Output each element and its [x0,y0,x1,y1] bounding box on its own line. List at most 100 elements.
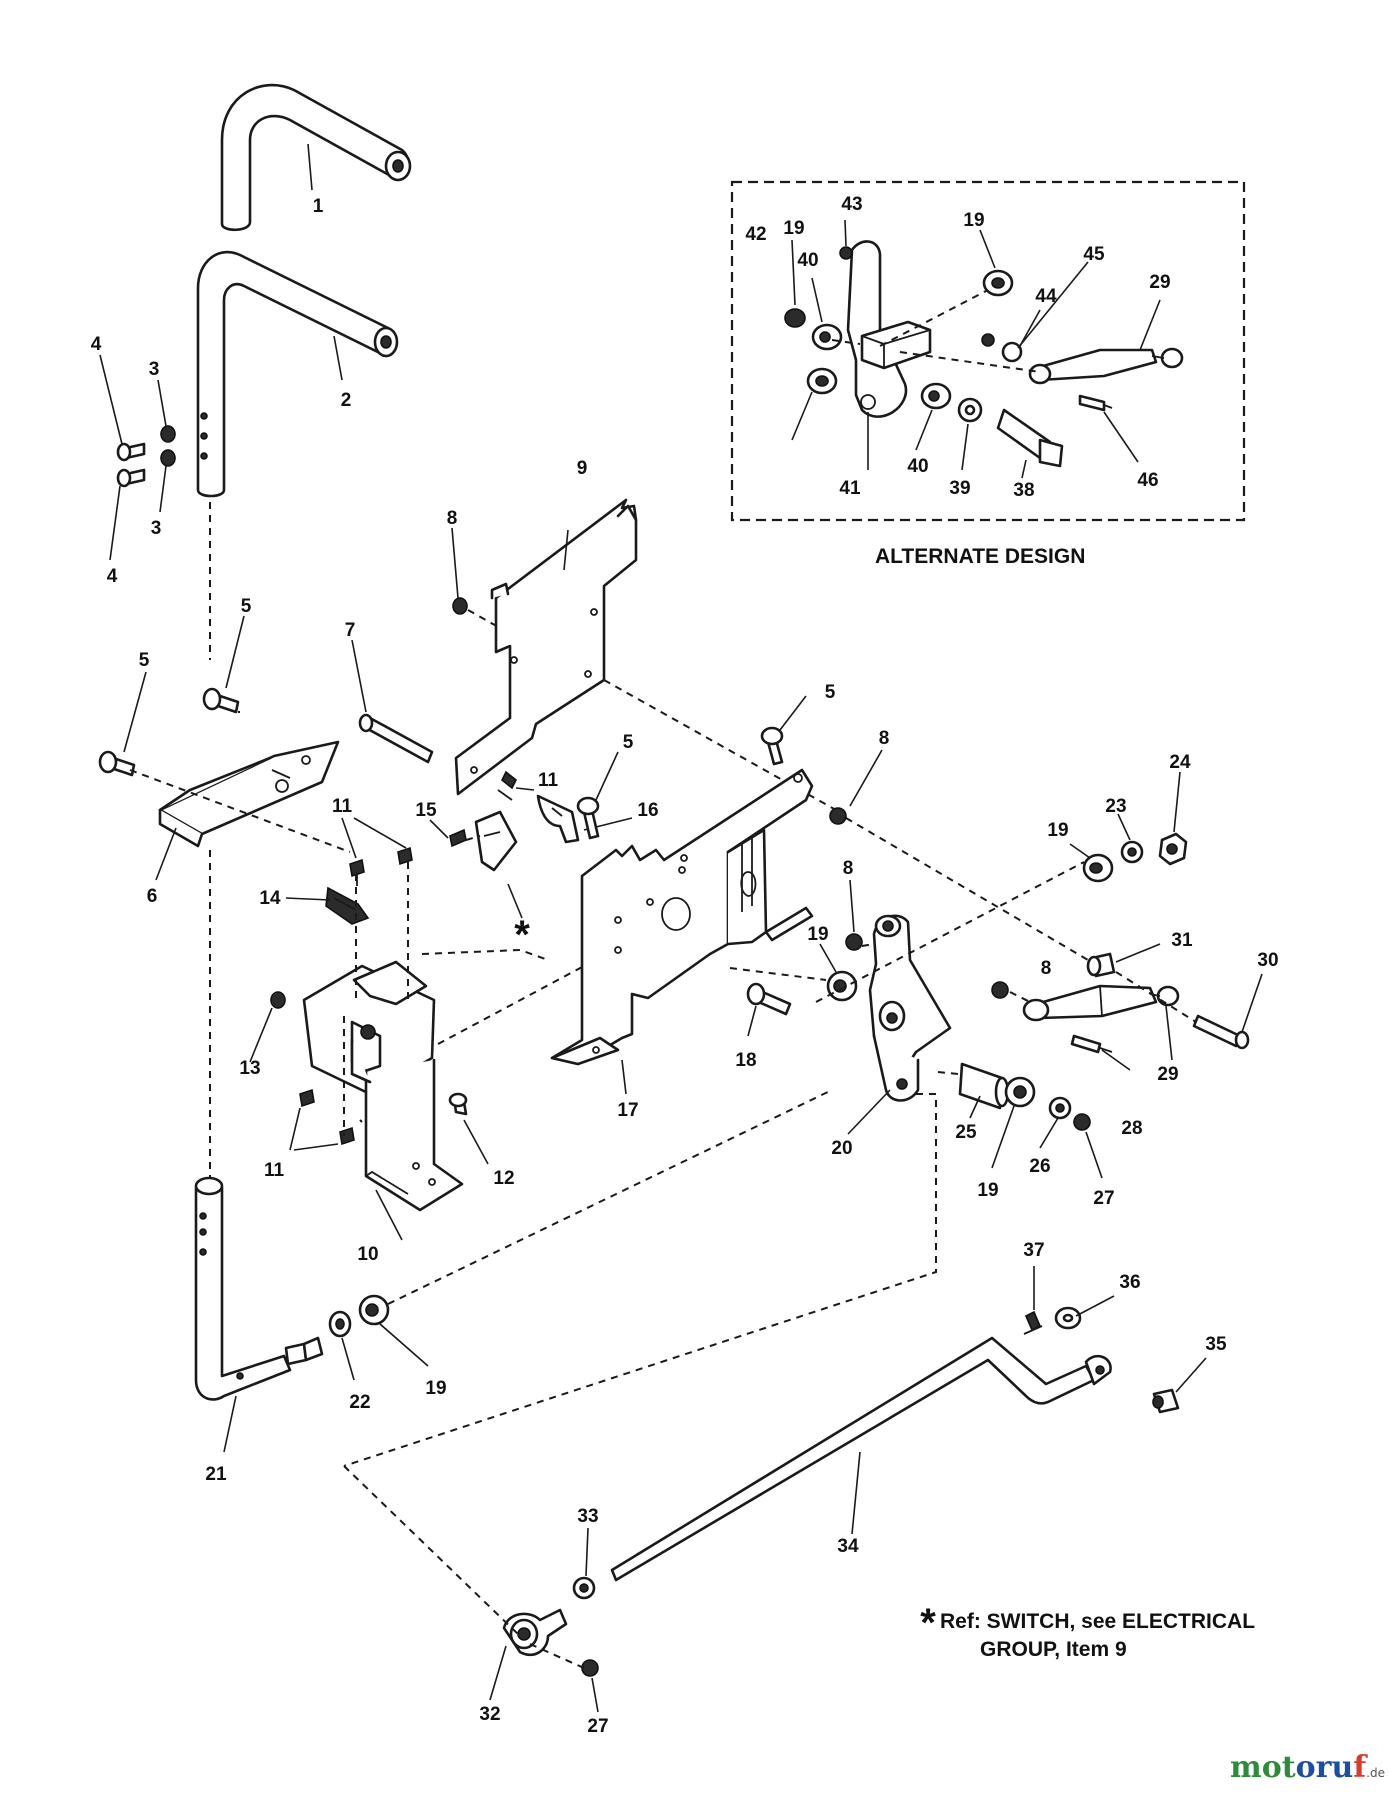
nut-27a [1073,1113,1091,1131]
callout-8b: 8 [879,728,890,749]
callout-18: 18 [735,1050,756,1071]
callout-11b: 11 [538,770,559,791]
callout-4a: 4 [91,334,102,355]
bolt-5b [98,750,136,777]
callout-41: 41 [839,478,861,499]
callout-14: 14 [259,888,281,909]
washer-36 [1054,1306,1082,1330]
washer-26 [1048,1096,1072,1120]
bushing-19d [1004,1076,1036,1108]
lever-21 [194,1176,324,1401]
watermark-logo: motoruf.de [1230,1748,1390,1788]
callout-34: 34 [837,1536,859,1557]
callout-33: 33 [577,1506,598,1527]
damper-29 [1022,984,1180,1022]
callout-13: 13 [239,1058,260,1079]
callout-8d: 8 [1041,958,1052,979]
callout-10: 10 [357,1244,378,1265]
callout-28: 28 [1121,1118,1142,1139]
callout-43: 43 [841,194,862,215]
mount-plate-9 [454,498,638,796]
link-rod-34 [610,1336,1112,1582]
nut-13 [270,991,286,1009]
screw-11b [349,858,365,886]
callout-30: 30 [1257,950,1278,971]
bushing-25 [958,1062,1010,1110]
screw-11d [299,1088,315,1108]
bushing-31 [1086,952,1116,978]
alternate-design-frame [730,180,1246,522]
handle-upper-1 [220,83,412,232]
callout-40b: 40 [907,456,928,477]
callout-44: 44 [1035,286,1057,307]
callout-39: 39 [949,478,970,499]
nut-33 [572,1576,596,1600]
callout-42: 42 [745,224,766,245]
nut-8a [452,597,468,615]
watermark-part-3: f [1353,1750,1367,1785]
callout-37: 37 [1023,1240,1044,1261]
callout-19a: 19 [783,218,804,239]
callout-2: 2 [341,390,352,411]
callout-25: 25 [955,1122,977,1143]
callout-19f: 19 [425,1378,446,1399]
nut-8b [845,933,863,951]
mount-bracket-6 [158,740,340,848]
nut-27b [581,1659,599,1677]
callout-16: 16 [637,800,658,821]
washer-22 [328,1310,352,1338]
callout-35: 35 [1205,1334,1227,1355]
washer-23 [1120,840,1144,864]
switch-bracket-15 [474,810,518,872]
watermark-part-1: mot [1230,1750,1296,1785]
nut-3b [160,449,176,467]
watermark-part-2: oru [1295,1750,1354,1785]
callout-26: 26 [1029,1156,1050,1177]
callout-19c: 19 [1047,820,1068,841]
bolt-5c [760,726,784,766]
callout-38: 38 [1013,480,1034,501]
alt-washer-39 [957,397,983,423]
spring-clip-37 [1023,1310,1043,1335]
alt-bushing-45 [1001,341,1023,363]
switch-bracket-10 [302,960,464,1212]
alt-bushing-40a [811,323,843,351]
watermark-tld: .de [1366,1766,1385,1780]
bolt-4b [116,468,146,488]
alt-nut-44 [981,333,995,347]
screw-12 [448,1092,468,1116]
callout-15: 15 [415,800,437,821]
callout-19d: 19 [807,924,828,945]
callout-1: 1 [313,196,324,217]
nut-35 [1152,1388,1180,1414]
clip-11a [497,770,518,801]
bushing-19e [1082,853,1114,883]
callout-5d: 5 [825,682,836,703]
callout-45: 45 [1083,244,1105,265]
callout-17: 17 [617,1100,638,1121]
alt-nut-43 [839,246,853,260]
frame-plate-17 [550,768,814,1066]
nut-8d [991,981,1009,999]
bolt-7 [358,713,434,764]
callout-32: 32 [479,1704,500,1725]
callout-21: 21 [205,1464,227,1485]
alt-bushing-19a [982,269,1014,297]
callout-29b: 29 [1157,1064,1178,1085]
nut-3a [160,425,176,443]
callout-46: 46 [1137,470,1158,491]
callout-20: 20 [831,1138,852,1159]
alt-nut-42 [784,308,806,328]
callout-5c: 5 [623,732,634,753]
callout-31: 31 [1171,930,1193,951]
switch-marker: * [514,913,530,957]
pivot-arm-20 [868,914,952,1102]
callout-22: 22 [349,1392,370,1413]
callout-11a: 11 [332,796,353,817]
callout-8a: 8 [447,508,458,529]
alt-bolt-38 [996,408,1064,468]
callout-24: 24 [1169,752,1191,773]
callout-5b: 5 [139,650,150,671]
nut-8c [829,807,847,825]
alt-bushing-40b [920,382,952,410]
